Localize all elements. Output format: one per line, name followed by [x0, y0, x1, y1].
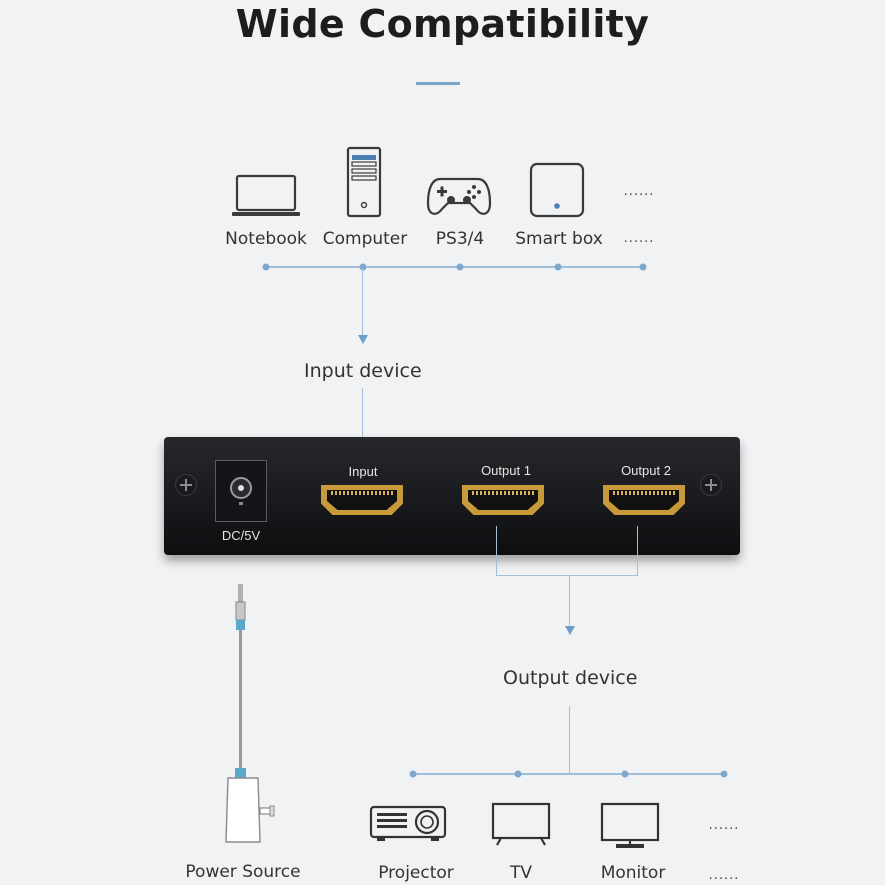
hdmi-input-port: [321, 485, 403, 515]
output-down-line: [569, 576, 570, 626]
output-device-label: Output device: [503, 667, 638, 689]
output1-connector-line: [496, 526, 497, 576]
page-title: Wide Compatibility: [235, 2, 650, 46]
input-bus-dot: [359, 263, 367, 271]
hdmi-output1-port: [462, 485, 544, 515]
input-bus-dot: [262, 263, 270, 271]
dc-label: DC/5V: [221, 528, 261, 543]
output2-connector-line: [637, 526, 638, 576]
output2-port-label: Output 2: [621, 463, 671, 478]
input-bus-dot: [639, 263, 647, 271]
title-underline: [416, 82, 460, 85]
more-output-label-ellipsis: ......: [708, 868, 740, 883]
power-source-label: Power Source: [185, 862, 301, 882]
notebook-icon: [231, 174, 301, 222]
dc-jack: [215, 460, 267, 522]
smart-box-label: Smart box: [515, 229, 603, 249]
projector-label: Projector: [378, 863, 454, 883]
input-connector-line: [362, 268, 363, 336]
more-input-label-ellipsis: ......: [623, 231, 655, 246]
more-input-ellipsis: ......: [623, 184, 655, 199]
input-port-label: Input: [348, 464, 378, 479]
left-screw-icon: [175, 474, 197, 496]
right-screw-icon: [700, 474, 722, 496]
output-bus-dot: [409, 770, 417, 778]
computer-label: Computer: [322, 229, 408, 249]
power-adapter-icon: [214, 580, 284, 854]
monitor-label: Monitor: [600, 863, 666, 883]
tv-label: TV: [509, 863, 533, 883]
monitor-icon: [600, 802, 660, 854]
input-arrow-icon: [358, 335, 368, 344]
ps-label: PS3/4: [435, 229, 485, 249]
output1-port-label: Output 1: [481, 463, 531, 478]
output-bus-dot: [720, 770, 728, 778]
output-bus-line: [412, 773, 726, 775]
input-device-label: Input device: [304, 360, 422, 382]
output-bus-feed-line: [569, 706, 570, 774]
output-arrow-icon: [565, 626, 575, 635]
computer-icon: [346, 146, 382, 222]
output-bus-dot: [514, 770, 522, 778]
hdmi-output2-port: [603, 485, 685, 515]
input-bus-dot: [456, 263, 464, 271]
more-output-ellipsis: ......: [708, 818, 740, 833]
tv-icon: [491, 802, 551, 850]
input-bus-dot: [554, 263, 562, 271]
notebook-label: Notebook: [225, 229, 307, 249]
input-bus-line: [265, 266, 643, 268]
smart-box-icon: [529, 162, 585, 222]
output-bus-dot: [621, 770, 629, 778]
output-join-line: [496, 575, 638, 576]
gamepad-icon: [426, 175, 492, 223]
input-to-port-line: [362, 388, 363, 450]
projector-icon: [369, 803, 449, 847]
